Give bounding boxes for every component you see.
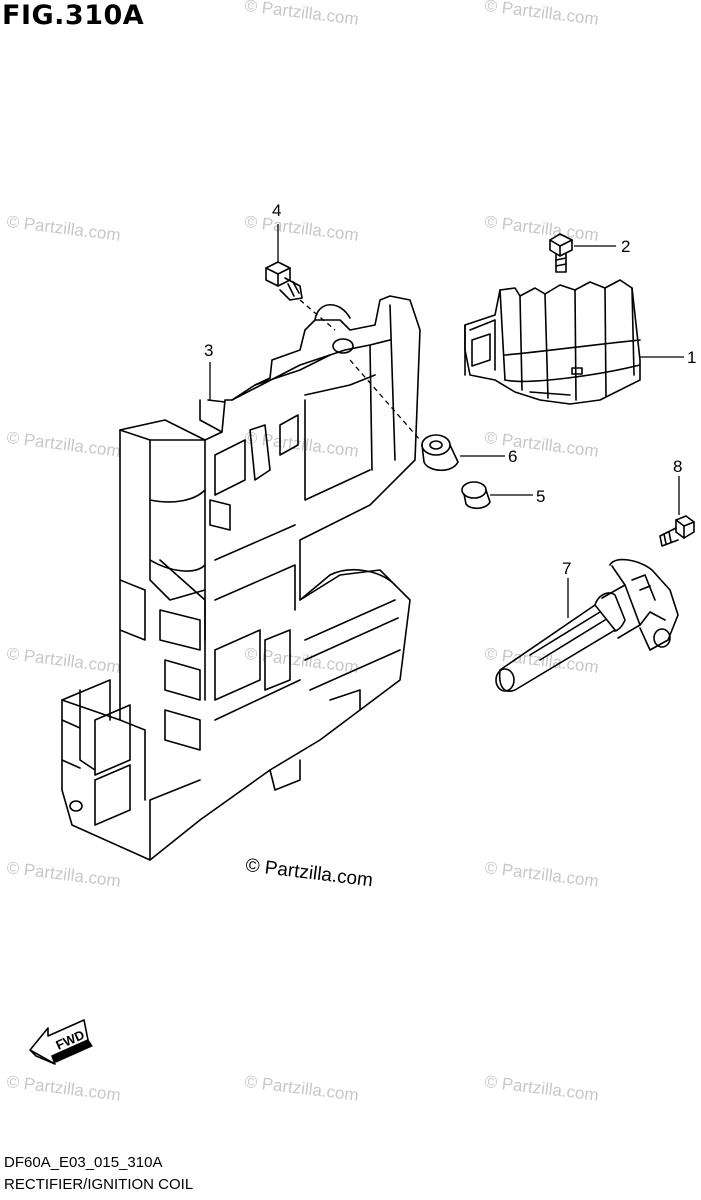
bolt-part-8[interactable] (659, 515, 695, 547)
collar-part-5[interactable] (461, 481, 491, 510)
callout-7: 7 (562, 559, 571, 578)
figure-title: FIG.310A (2, 0, 145, 31)
callout-2: 2 (621, 237, 630, 256)
bolt-part-4[interactable] (265, 261, 303, 301)
callout-3: 3 (204, 341, 213, 360)
callout-5: 5 (536, 487, 545, 506)
ignition-coil-part-7[interactable] (495, 558, 679, 692)
callout-6: 6 (508, 447, 517, 466)
callout-1: 1 (687, 348, 696, 367)
callout-8: 8 (673, 457, 682, 476)
grommet-part-6[interactable] (421, 434, 459, 472)
bolt-part-2[interactable] (549, 233, 573, 273)
figure-code: DF60A_E03_015_310A (4, 1154, 163, 1171)
figure-subtitle: RECTIFIER/IGNITION COIL (4, 1176, 194, 1193)
fwd-direction-arrow: FWD (29, 1019, 93, 1065)
bracket-part-3[interactable] (61, 295, 421, 861)
rectifier-part-1[interactable] (464, 279, 641, 405)
callout-4: 4 (272, 201, 281, 220)
